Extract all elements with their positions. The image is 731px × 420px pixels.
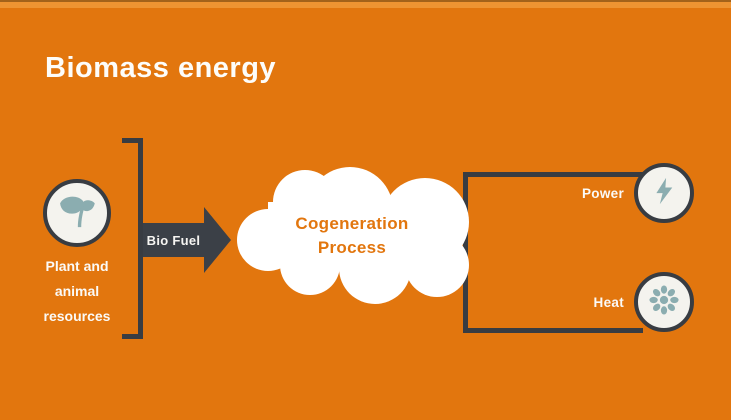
top-accent-strip	[0, 0, 731, 8]
input-bracket	[122, 138, 143, 339]
biofuel-arrow-head	[204, 207, 231, 273]
power-label: Power	[581, 186, 624, 201]
plant-sprout-icon	[55, 189, 99, 238]
lightning-bolt-icon	[646, 173, 682, 214]
biofuel-arrow: Bio Fuel	[143, 223, 204, 257]
power-circle	[634, 163, 694, 223]
process-label: Cogeneration Process	[295, 214, 409, 257]
top-edge-line	[0, 0, 731, 2]
biofuel-arrow-label: Bio Fuel	[146, 232, 201, 248]
heat-sun-icon	[646, 282, 682, 323]
page-title: Biomass energy	[45, 52, 277, 84]
heat-label: Heat	[593, 295, 624, 310]
source-circle	[43, 179, 111, 247]
heat-circle	[634, 272, 694, 332]
process-cloud	[237, 167, 469, 304]
source-label: Plant and animal resources	[43, 258, 111, 324]
